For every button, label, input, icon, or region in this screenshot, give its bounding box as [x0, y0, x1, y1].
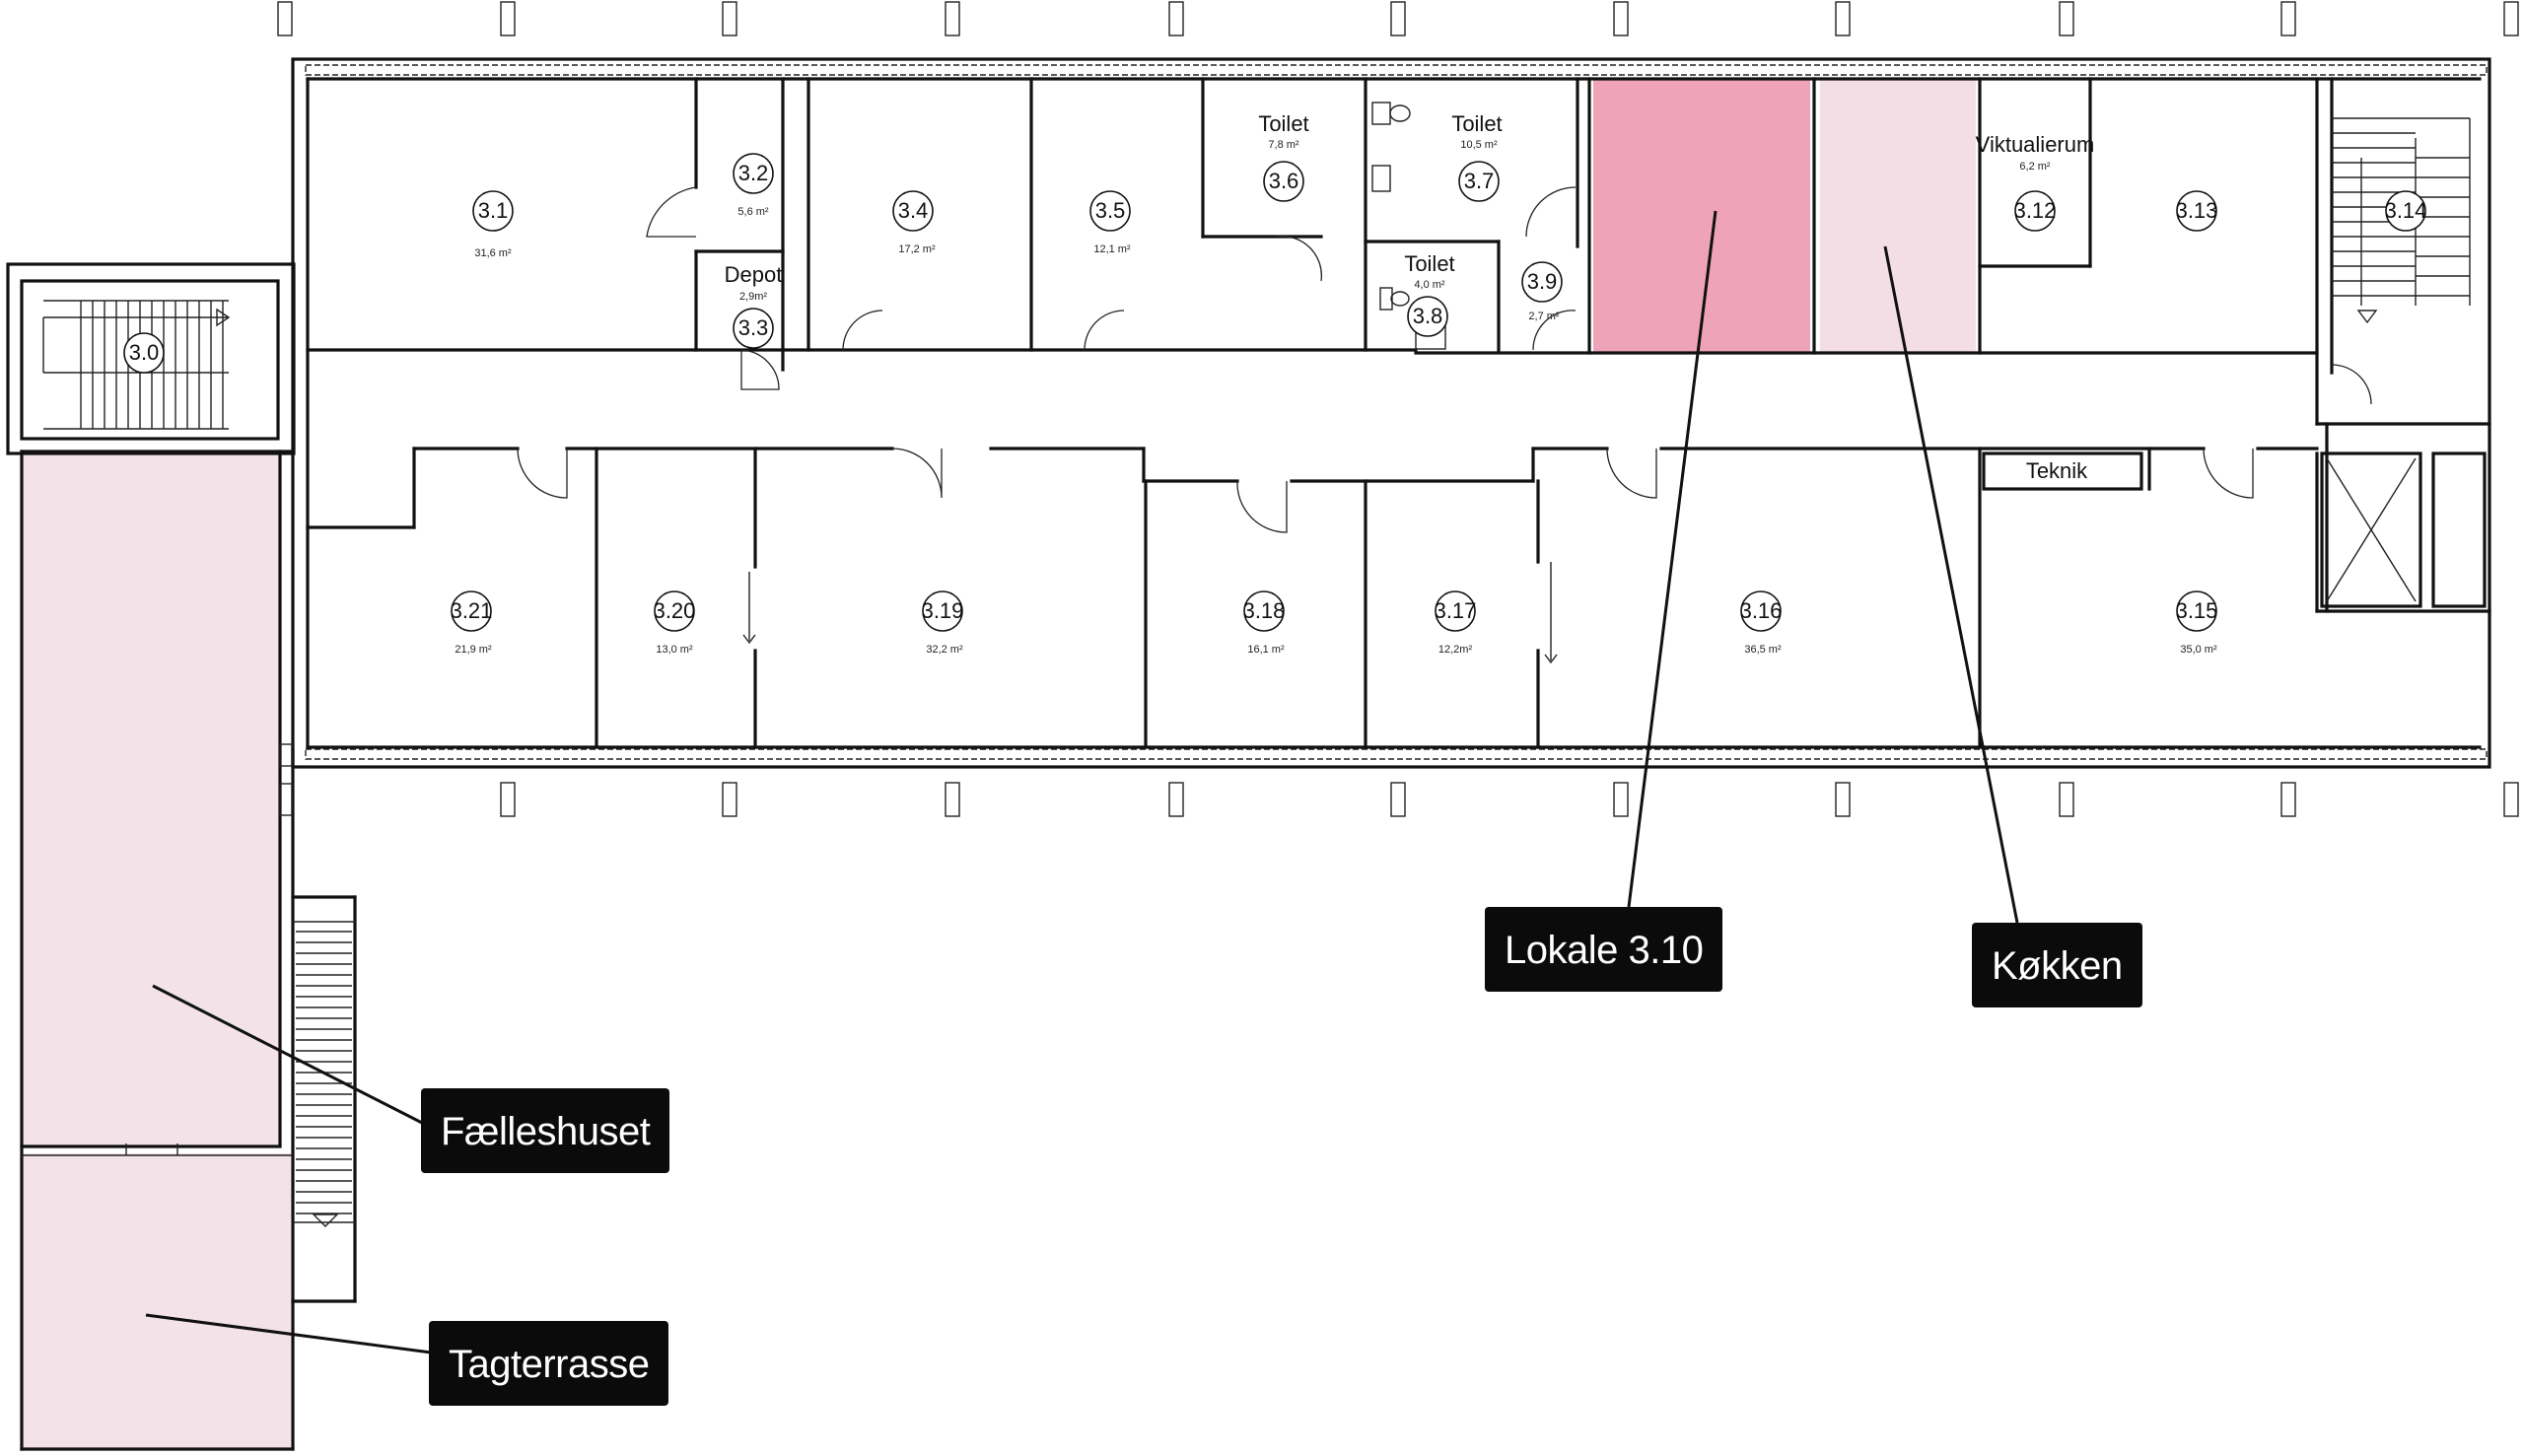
svg-text:32,2 m²: 32,2 m² — [926, 644, 963, 656]
svg-text:3.15: 3.15 — [2176, 598, 2218, 623]
svg-text:5,6 m²: 5,6 m² — [737, 206, 769, 218]
toilet-fixtures — [1371, 102, 1446, 350]
room-3-3: Depot 2,9m² 3.3 — [725, 262, 783, 349]
room-3-13: 3.13 — [2176, 190, 2218, 232]
svg-text:31,6 m²: 31,6 m² — [474, 247, 512, 259]
svg-text:3.12: 3.12 — [2014, 198, 2057, 223]
svg-text:3.18: 3.18 — [1243, 598, 1286, 623]
svg-text:Depot: Depot — [725, 262, 783, 287]
svg-text:Toilet: Toilet — [1451, 111, 1502, 136]
svg-text:3.14: 3.14 — [2385, 198, 2427, 223]
svg-text:12,1 m²: 12,1 m² — [1093, 243, 1131, 255]
svg-text:Teknik: Teknik — [2026, 458, 2088, 483]
svg-text:3.9: 3.9 — [1527, 269, 1558, 294]
room-3-19: 3.19 32,2 m² — [922, 590, 964, 656]
svg-text:3.5: 3.5 — [1095, 198, 1126, 223]
svg-text:3.7: 3.7 — [1464, 169, 1495, 193]
svg-text:3.16: 3.16 — [1740, 598, 1783, 623]
bottom-row-walls — [306, 447, 2319, 749]
column-markers-bottom — [500, 782, 2519, 817]
room-3-15: 3.15 35,0 m² — [2176, 590, 2218, 656]
room-teknik: Teknik — [2026, 458, 2088, 483]
svg-text:36,5 m²: 36,5 m² — [1744, 644, 1782, 656]
svg-text:3.19: 3.19 — [922, 598, 964, 623]
room-3-21: 3.21 21,9 m² — [451, 590, 493, 656]
tagterrasse-highlight[interactable] — [22, 1153, 291, 1449]
room-3-18: 3.18 16,1 m² — [1243, 590, 1286, 656]
lokale-3-10-highlight[interactable] — [1593, 79, 1810, 352]
svg-text:Toilet: Toilet — [1258, 111, 1308, 136]
svg-text:35,0 m²: 35,0 m² — [2180, 644, 2217, 656]
svg-text:7,8 m²: 7,8 m² — [1268, 139, 1299, 151]
doors — [517, 186, 2254, 533]
left-annex — [20, 450, 295, 1451]
room-3-20: 3.20 13,0 m² — [654, 590, 696, 656]
room-3-12: Viktualierum 6,2 m² 3.12 — [1976, 132, 2095, 232]
sliding-door-markers — [742, 562, 1558, 664]
svg-text:13,0 m²: 13,0 m² — [656, 644, 693, 656]
svg-text:3.6: 3.6 — [1269, 169, 1299, 193]
svg-text:4,0 m²: 4,0 m² — [1414, 279, 1445, 291]
top-row-walls — [306, 77, 2491, 613]
stair-3-0 — [6, 262, 296, 455]
room-3-4: 3.4 17,2 m² — [892, 190, 936, 255]
svg-text:3.21: 3.21 — [451, 598, 493, 623]
room-3-6: Toilet 7,8 m² 3.6 — [1258, 111, 1309, 202]
callout-lokale-3-10[interactable]: Lokale 3.10 — [1485, 907, 1723, 992]
svg-text:2,7 m²: 2,7 m² — [1528, 311, 1560, 322]
room-3-1: 3.1 31,6 m² — [472, 190, 514, 259]
svg-text:3.4: 3.4 — [898, 198, 929, 223]
stair-core-3-14 — [2320, 77, 2487, 613]
room-3-2: 3.2 5,6 m² — [733, 153, 774, 218]
svg-text:21,9 m²: 21,9 m² — [455, 644, 492, 656]
faelleshuset-highlight[interactable] — [22, 451, 280, 1146]
svg-text:3.13: 3.13 — [2176, 198, 2218, 223]
callout-kokken[interactable]: Køkken — [1972, 923, 2142, 1007]
outdoor-stair — [291, 895, 357, 1303]
room-3-9: 3.9 2,7 m² — [1521, 261, 1563, 322]
room-3-8: Toilet 4,0 m² 3.8 — [1404, 251, 1455, 337]
svg-text:3.20: 3.20 — [654, 598, 696, 623]
room-3-16: 3.16 36,5 m² — [1740, 590, 1783, 656]
svg-text:10,5 m²: 10,5 m² — [1460, 139, 1498, 151]
svg-text:17,2 m²: 17,2 m² — [898, 243, 936, 255]
callout-faelleshuset[interactable]: Fælleshuset — [421, 1088, 670, 1173]
svg-text:3.3: 3.3 — [738, 315, 769, 340]
outer-walls — [291, 57, 2491, 769]
svg-text:16,1 m²: 16,1 m² — [1247, 644, 1285, 656]
room-3-17: 3.17 12,2m² — [1435, 590, 1477, 656]
svg-text:3.17: 3.17 — [1435, 598, 1477, 623]
svg-text:2,9m²: 2,9m² — [739, 291, 767, 303]
svg-text:3.1: 3.1 — [478, 198, 509, 223]
leader-lines — [145, 210, 2019, 1354]
svg-text:Viktualierum: Viktualierum — [1976, 132, 2095, 157]
svg-text:3.0: 3.0 — [129, 340, 160, 365]
callout-tagterrasse[interactable]: Tagterrasse — [429, 1321, 669, 1406]
svg-text:Toilet: Toilet — [1404, 251, 1454, 276]
room-3-14: 3.14 — [2385, 190, 2427, 232]
svg-text:3.2: 3.2 — [738, 161, 769, 185]
room-3-0: 3.0 — [123, 332, 165, 374]
column-markers-top — [277, 1, 2519, 36]
svg-text:3.8: 3.8 — [1413, 304, 1443, 328]
svg-text:6,2 m²: 6,2 m² — [2019, 161, 2051, 173]
room-labels: 3.0 3.1 31,6 m² 3.2 5,6 m² Depot 2,9m² 3.3 3… — [123, 111, 2427, 656]
room-3-5: 3.5 12,1 m² — [1089, 190, 1131, 255]
room-3-7: Toilet 10,5 m² 3.7 — [1451, 111, 1503, 202]
svg-text:12,2m²: 12,2m² — [1438, 644, 1473, 656]
